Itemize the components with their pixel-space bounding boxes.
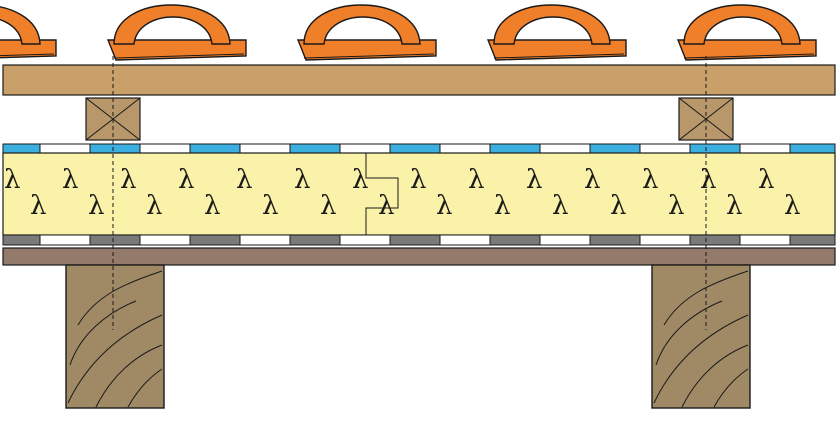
tile-roll xyxy=(0,6,41,45)
lambda-symbol: λ xyxy=(320,191,336,221)
lambda-symbol: λ xyxy=(468,165,484,195)
wood-grain-line xyxy=(127,368,163,408)
rafter xyxy=(65,264,165,409)
roof-tiles xyxy=(0,4,817,61)
wood-grain-line xyxy=(95,344,163,408)
lambda-symbol: λ xyxy=(294,165,310,195)
lambda-symbol: λ xyxy=(378,191,394,221)
membrane-strip xyxy=(2,143,41,154)
lambda-symbol: λ xyxy=(4,165,20,195)
lambda-symbol: λ xyxy=(436,191,452,221)
vapor-strip xyxy=(2,234,41,246)
membrane-strip xyxy=(489,143,541,154)
roof-deck-layer xyxy=(2,247,836,266)
membrane-strip xyxy=(789,143,836,154)
lambda-symbol: λ xyxy=(784,191,800,221)
lambda-symbol: λ xyxy=(668,191,684,221)
lambda-symbol: λ xyxy=(88,191,104,221)
lambda-symbol: λ xyxy=(262,191,278,221)
roof-batten-layer xyxy=(2,64,836,96)
roof-batten-board xyxy=(2,64,836,96)
vapor-strip xyxy=(789,234,836,246)
vapor-strip xyxy=(89,234,141,246)
alignment-guide-lines xyxy=(112,56,707,330)
lambda-symbol: λ xyxy=(146,191,162,221)
rafter xyxy=(651,264,751,409)
lambda-symbol: λ xyxy=(204,191,220,221)
lambda-symbol: λ xyxy=(30,191,46,221)
membrane-strip xyxy=(589,143,641,154)
vapor-control-layer xyxy=(2,234,836,246)
tile-roll xyxy=(493,4,611,45)
vapor-strip xyxy=(189,234,241,246)
wood-grain-line xyxy=(69,300,137,366)
tile-roll xyxy=(303,4,421,45)
wood-grain-line xyxy=(663,270,749,326)
wood-grain-line xyxy=(77,270,163,326)
counter-batten-layer xyxy=(85,97,734,141)
tile-edge xyxy=(0,53,55,57)
rafter-layer xyxy=(65,264,751,409)
tile-pan xyxy=(0,39,57,59)
wood-grain-line xyxy=(655,300,723,366)
insulation-board xyxy=(2,152,836,236)
lambda-symbol: λ xyxy=(642,165,658,195)
membrane-strip xyxy=(289,143,341,154)
lambda-symbol: λ xyxy=(236,165,252,195)
tile-roll xyxy=(683,4,801,45)
vapor-strip xyxy=(589,234,641,246)
wood-grain-line xyxy=(713,368,749,408)
roof-deck-board xyxy=(2,247,836,266)
membrane-strip xyxy=(389,143,441,154)
vapor-strip xyxy=(389,234,441,246)
vapor-strip xyxy=(689,234,741,246)
lambda-symbol: λ xyxy=(410,165,426,195)
tile-edge xyxy=(303,53,435,59)
lambda-symbol: λ xyxy=(178,165,194,195)
tile-edge xyxy=(493,53,625,59)
wood-grain-line xyxy=(681,344,749,408)
membrane-strip xyxy=(89,143,141,154)
lambda-symbol: λ xyxy=(610,191,626,221)
lambda-symbol: λ xyxy=(62,165,78,195)
lambda-symbol: λ xyxy=(552,191,568,221)
membrane-strip xyxy=(689,143,741,154)
insulation-joint xyxy=(365,153,399,235)
tile-edge xyxy=(113,53,245,59)
lambda-symbol: λ xyxy=(526,165,542,195)
lambda-symbol: λ xyxy=(584,165,600,195)
tile-roll xyxy=(113,4,231,45)
vapor-strip xyxy=(489,234,541,246)
breathable-membrane-layer xyxy=(2,143,836,154)
lambda-symbol: λ xyxy=(494,191,510,221)
vapor-strip xyxy=(289,234,341,246)
wood-grain-line xyxy=(653,314,749,404)
lambda-symbol: λ xyxy=(726,191,742,221)
lambda-symbol: λ xyxy=(758,165,774,195)
lambda-symbol: λ xyxy=(352,165,368,195)
wood-grain-line xyxy=(67,314,163,404)
membrane-strip xyxy=(189,143,241,154)
lambda-symbol: λ xyxy=(700,165,716,195)
lambda-symbol: λ xyxy=(120,165,136,195)
